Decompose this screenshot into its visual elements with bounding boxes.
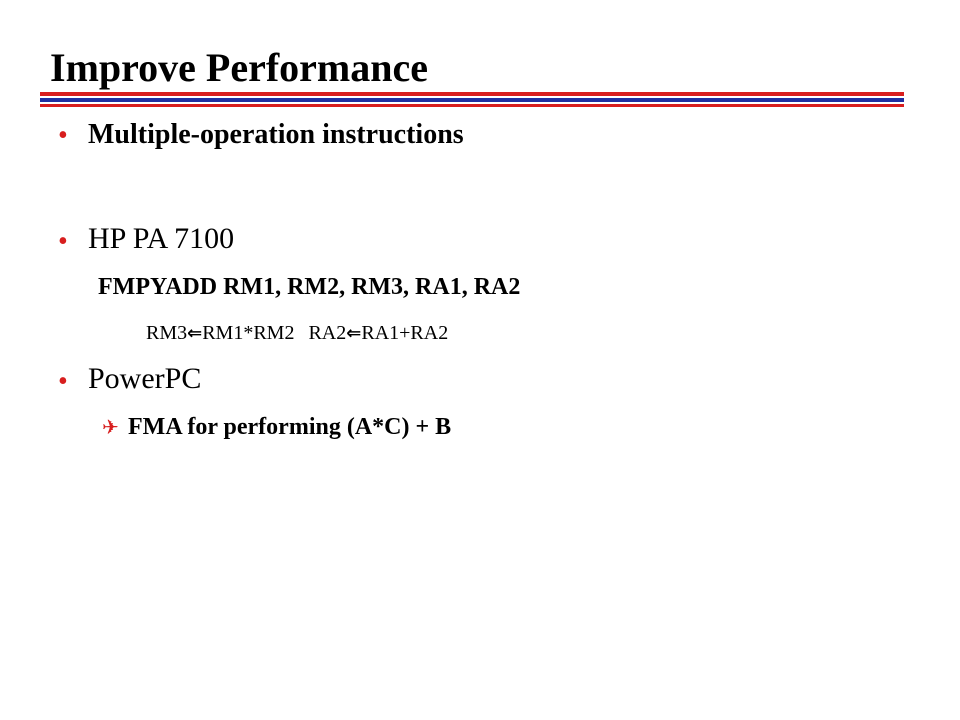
title-rule-blue xyxy=(40,98,904,102)
semantics-dest-1: RM3 xyxy=(146,322,188,344)
title-rule-red-bottom xyxy=(40,104,904,107)
title-rule-red xyxy=(40,92,904,96)
bullet-text: Multiple-operation instructions xyxy=(88,119,464,150)
bullet-dot-icon: • xyxy=(58,226,68,257)
bullet-text: HP PA 7100 xyxy=(88,222,235,255)
powerpc-sub-item: ✈ FMA for performing (A*C) + B xyxy=(102,412,451,442)
powerpc-sub-text: FMA for performing (A*C) + B xyxy=(128,414,452,440)
semantics-expr-1: RM1*RM2 xyxy=(202,322,295,344)
bullet-text: PowerPC xyxy=(88,362,202,395)
left-arrow-icon: ⇐ xyxy=(187,323,203,344)
left-arrow-icon: ⇐ xyxy=(346,323,362,344)
plane-icon: ✈ xyxy=(102,415,119,439)
bullet-dot-icon: • xyxy=(58,120,68,151)
semantics-dest-2: RA2 xyxy=(308,322,347,344)
slide-title: Improve Performance xyxy=(50,45,429,90)
bullet-dot-icon: • xyxy=(58,366,68,397)
semantics-expr-2: RA1+RA2 xyxy=(361,322,449,344)
hp-instruction: FMPYADD RM1, RM2, RM3, RA1, RA2 xyxy=(98,274,521,300)
